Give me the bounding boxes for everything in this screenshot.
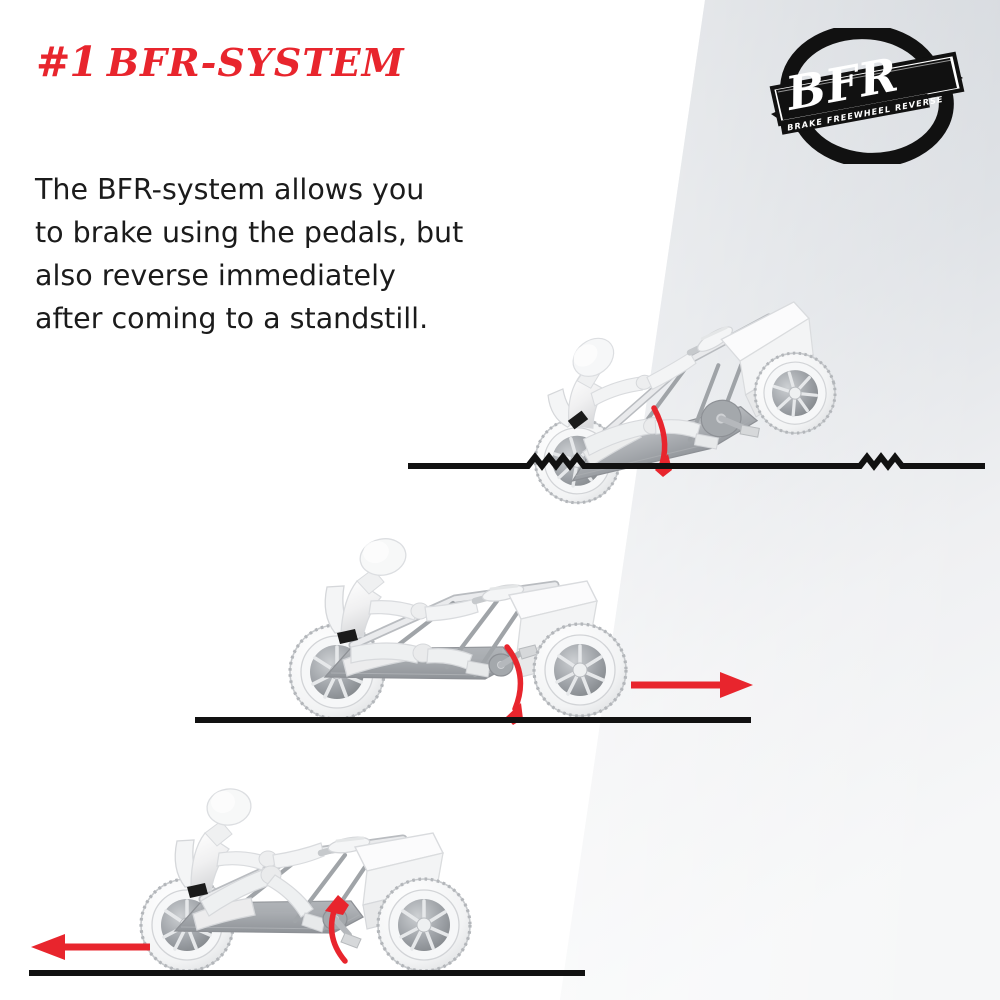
body-line-3: also reverse immediately — [35, 259, 396, 292]
body-line-2: to brake using the pedals, but — [35, 216, 464, 249]
reverse-motion-arrow — [31, 934, 150, 960]
body-line-4: after coming to a standstill. — [35, 302, 429, 335]
page-title-number: #1 — [36, 38, 98, 86]
front-wheel — [532, 622, 628, 718]
front-wheel — [376, 877, 472, 973]
page-title-text: BFR-SYSTEM — [106, 40, 405, 85]
bfr-logo-icon: BFR BRAKE FREEWHEEL REVERSE — [769, 28, 965, 164]
scene-standstill — [185, 485, 765, 730]
scene-reverse — [15, 735, 595, 980]
body-line-1: The BFR-system allows you — [35, 173, 425, 206]
driver-mannequin — [340, 538, 491, 678]
body-paragraph: The BFR-system allows you to brake using… — [35, 168, 555, 340]
ground-line-skid — [408, 452, 985, 471]
forward-motion-arrow — [631, 672, 753, 698]
